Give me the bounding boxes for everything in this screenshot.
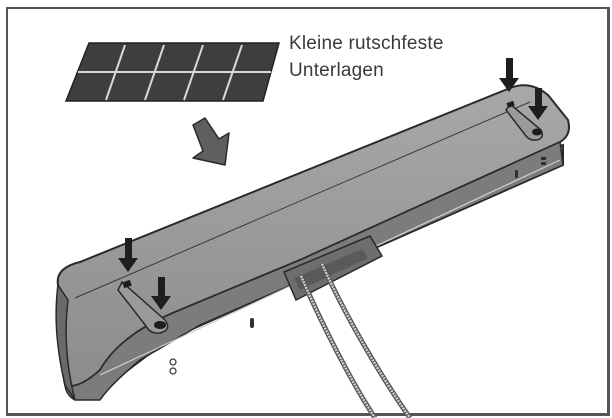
pad-position-arrow-icon <box>151 277 171 310</box>
cable-recess <box>283 235 384 302</box>
pad-sheet-icon <box>64 42 280 102</box>
caption-line-2: Unterlagen <box>289 60 384 81</box>
front-markings <box>169 157 546 375</box>
soundbar-body <box>55 84 570 401</box>
cables <box>298 262 413 418</box>
left-foot-slot <box>117 279 169 334</box>
placement-arrow-icon <box>192 117 230 166</box>
pads-caption: Kleine rutschfeste Unterlagen <box>289 30 444 84</box>
caption-line-1: Kleine rutschfeste <box>289 33 444 54</box>
pad-position-arrow-icon <box>528 88 548 120</box>
right-foot-slot <box>505 100 544 141</box>
pad-position-arrow-icon <box>499 58 519 92</box>
pad-position-arrow-icon <box>118 238 138 272</box>
